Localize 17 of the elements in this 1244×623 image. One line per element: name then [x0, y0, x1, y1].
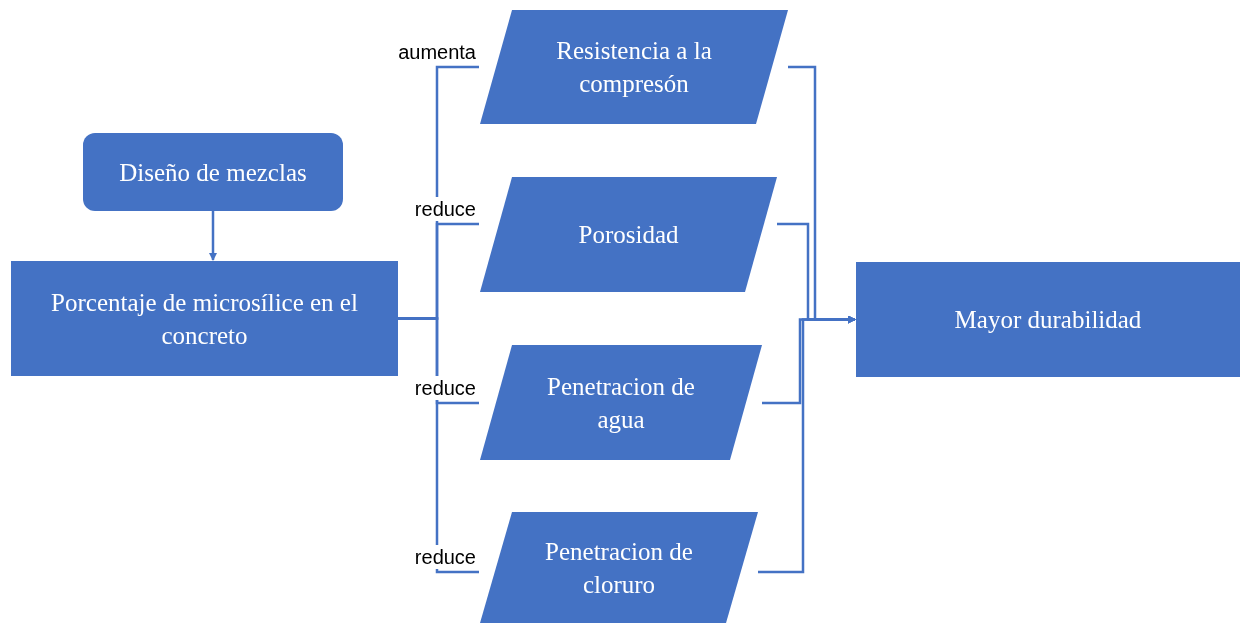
node-text: Resistencia a la compresón	[555, 36, 713, 99]
parallelogram-node	[480, 177, 777, 292]
node-text: Diseño de mezclas	[119, 157, 307, 188]
parallelogram-node	[480, 10, 788, 124]
parallelogram-node	[480, 512, 758, 623]
node-text: Porosidad	[578, 220, 679, 250]
connector	[209, 211, 217, 261]
node-text: Penetracion de agua	[546, 371, 696, 435]
node-text: Porcentaje de microsílice en el concreto	[50, 287, 359, 351]
parallelogram-node	[480, 345, 762, 460]
process-box	[11, 261, 398, 376]
process-box	[856, 262, 1240, 377]
rounded-box	[83, 133, 343, 211]
node-text: Mayor durabilidad	[954, 305, 1142, 335]
connector	[758, 315, 856, 574]
connector	[398, 317, 479, 574]
node-text: Penetracion de cloruro	[544, 536, 694, 600]
